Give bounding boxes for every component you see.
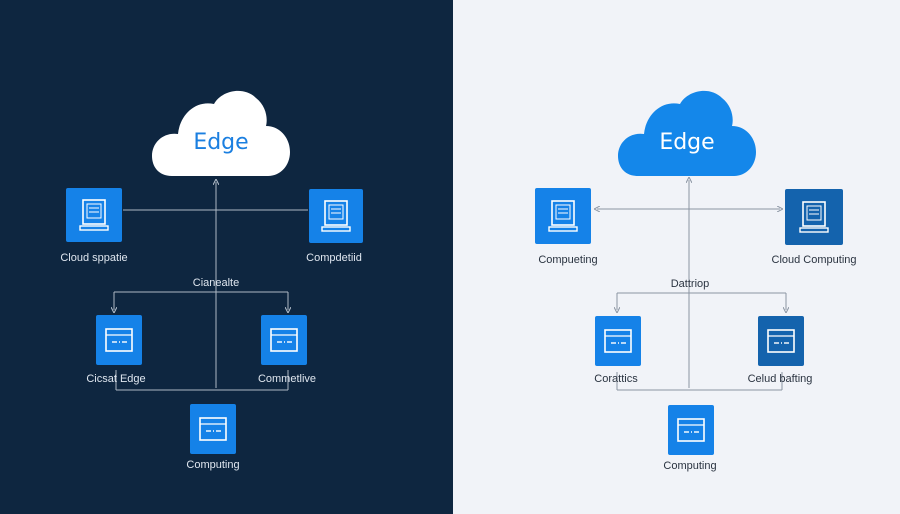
left-hub-label: Cianealte xyxy=(192,277,240,289)
left-node-compdetiid[interactable] xyxy=(309,189,363,243)
right-node-label-4: Celud bafting xyxy=(747,373,813,385)
server-rack-icon xyxy=(548,200,578,232)
window-icon xyxy=(767,329,795,353)
right-node-compueting[interactable] xyxy=(535,188,591,244)
cloud-label: Edge xyxy=(193,130,249,155)
window-icon xyxy=(270,328,298,352)
right-edge-cloud: Edge xyxy=(618,86,756,178)
right-node-label-3: Corattics xyxy=(594,373,638,385)
server-rack-icon xyxy=(799,201,829,233)
right-node-computing[interactable] xyxy=(668,405,714,455)
server-rack-icon xyxy=(79,199,109,231)
right-node-celud-bafting[interactable] xyxy=(758,316,804,366)
server-rack-icon xyxy=(321,200,351,232)
cloud-label: Edge xyxy=(659,130,715,155)
right-node-label-5: Computing xyxy=(663,460,717,472)
left-node-label-1: Cloud sppatie xyxy=(60,252,128,264)
window-icon xyxy=(604,329,632,353)
right-node-cloud-computing[interactable] xyxy=(785,189,843,245)
window-icon xyxy=(105,328,133,352)
right-node-label-1: Compueting xyxy=(538,254,598,266)
window-icon xyxy=(199,417,227,441)
cloud-icon xyxy=(152,90,290,176)
left-node-computing[interactable] xyxy=(190,404,236,454)
right-node-corattics[interactable] xyxy=(595,316,641,366)
left-node-label-2: Compdetiid xyxy=(306,252,362,264)
window-icon xyxy=(677,418,705,442)
right-hub-label: Dattriop xyxy=(670,278,710,290)
right-node-label-2: Cloud Computing xyxy=(771,254,857,266)
left-node-label-5: Computing xyxy=(186,459,240,471)
left-node-cicsat-edge[interactable] xyxy=(96,315,142,365)
left-edge-cloud: Edge xyxy=(152,86,290,178)
cloud-icon xyxy=(618,90,756,176)
left-node-label-4: Commetlive xyxy=(257,373,317,385)
left-node-cloud-space[interactable] xyxy=(66,188,122,242)
left-node-commetlive[interactable] xyxy=(261,315,307,365)
left-node-label-3: Cicsat Edge xyxy=(86,373,146,385)
